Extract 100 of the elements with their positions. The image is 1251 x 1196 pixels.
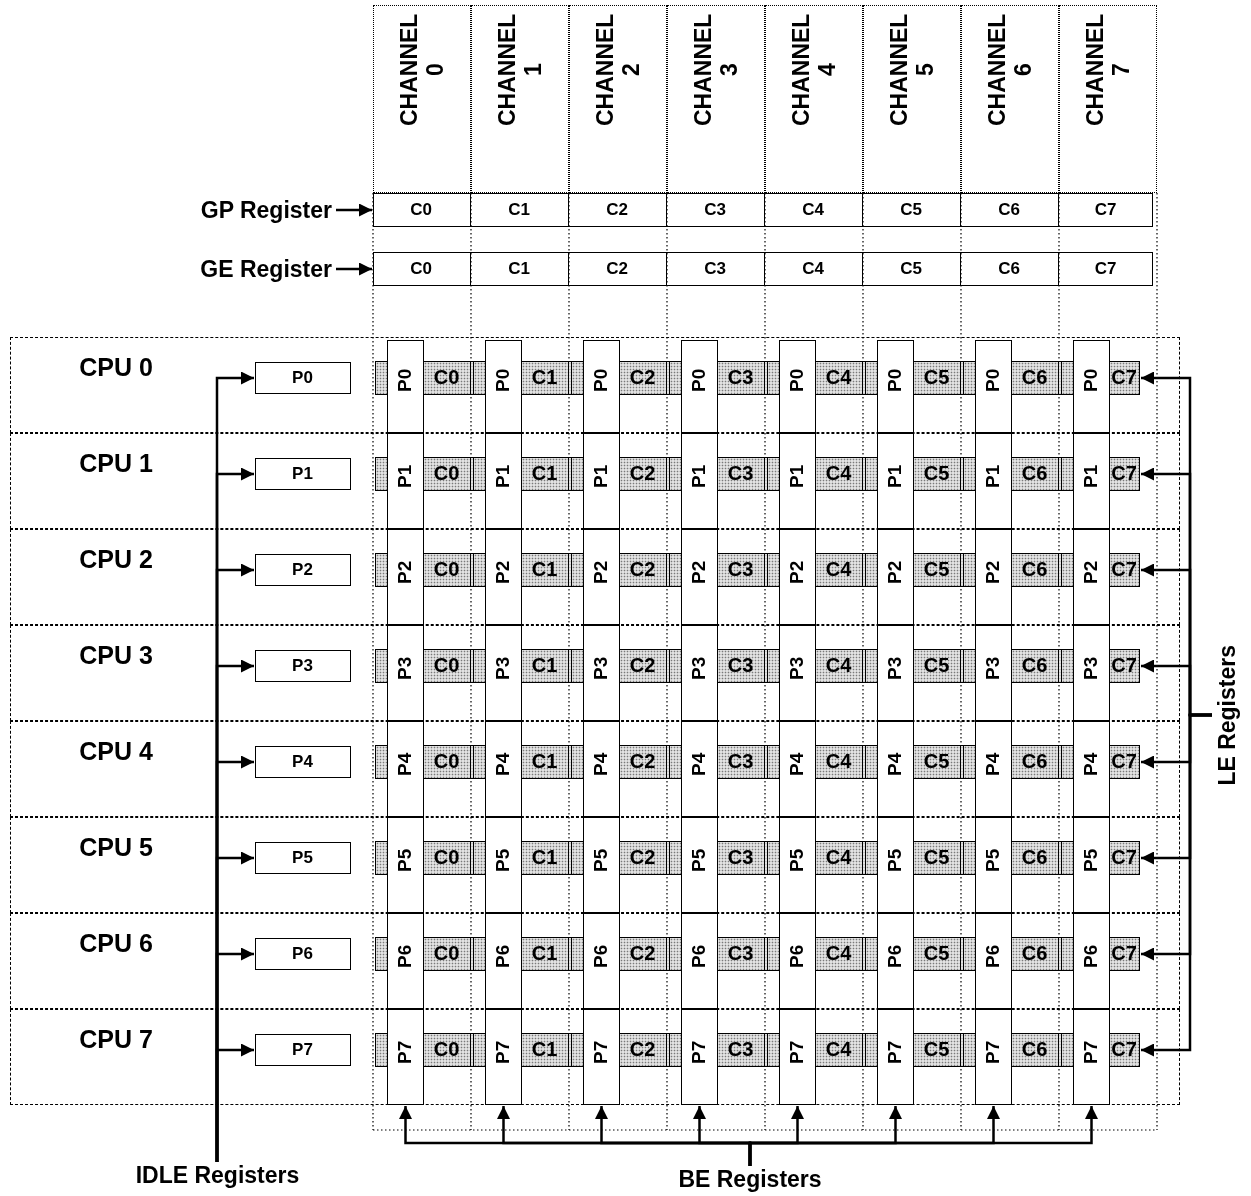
register-cell: C7 — [1058, 251, 1153, 286]
processor-register: P4 — [974, 720, 1012, 817]
processor-register: P1 — [680, 432, 718, 529]
processor-register: P0 — [876, 339, 914, 433]
processor-register: P5 — [582, 816, 620, 913]
processor-register: P6 — [680, 912, 718, 1009]
processor-register: P5 — [386, 816, 424, 913]
idle-register: P1 — [254, 457, 351, 490]
processor-register: P2 — [386, 528, 424, 625]
arrow — [215, 1043, 254, 1162]
processor-register: P6 — [778, 912, 816, 1009]
processor-register: P3 — [876, 624, 914, 721]
register-row — [373, 252, 1153, 286]
processor-register: P1 — [484, 432, 522, 529]
processor-register: P4 — [778, 720, 816, 817]
register-label: LE Registers — [1210, 600, 1244, 830]
register-label: GE Register — [110, 252, 332, 286]
processor-register: P6 — [1072, 912, 1110, 1009]
register-cell: C6 — [960, 192, 1059, 227]
cpu-row: CPU 3 P3 P3 C0 P3 C1 P3 C2 P3 C3 P3 C4 P3 C5 P3 C6 P3 C7 — [10, 625, 1180, 721]
processor-register: P7 — [680, 1008, 718, 1105]
processor-register: P3 — [386, 624, 424, 721]
processor-register: P3 — [582, 624, 620, 721]
processor-register: P2 — [582, 528, 620, 625]
processor-register: P5 — [974, 816, 1012, 913]
channel-column: CHANNEL 2 — [569, 5, 667, 193]
channel-column: CHANNEL 5 — [863, 5, 961, 193]
processor-register: P7 — [876, 1008, 914, 1105]
register-cell: C3 — [666, 192, 765, 227]
cpu-row: CPU 4 P4 P4 C0 P4 C1 P4 C2 P4 C3 P4 C4 P4 C5 P4 C6 P4 C7 — [10, 721, 1180, 817]
register-cell: C0 — [372, 251, 471, 286]
processor-register: P2 — [778, 528, 816, 625]
register-cell: C3 — [666, 251, 765, 286]
register-label: IDLE Registers — [100, 1160, 335, 1190]
processor-register: P3 — [974, 624, 1012, 721]
processor-register: P4 — [484, 720, 522, 817]
cpu-row: CPU 6 P6 P6 C0 P6 C1 P6 C2 P6 C3 P6 C4 P6 C5 P6 C6 P6 C7 — [10, 913, 1180, 1009]
cpu-row: CPU 0 P0 P0 C0 P0 C1 P0 C2 P0 C3 P0 C4 P0 C5 P0 C6 P0 C7 — [10, 337, 1180, 433]
register-cell: C1 — [470, 192, 569, 227]
register-cell: C5 — [862, 251, 961, 286]
processor-register: P2 — [1072, 528, 1110, 625]
processor-register: P2 — [974, 528, 1012, 625]
channel-column: CHANNEL 6 — [961, 5, 1059, 193]
processor-register: P7 — [386, 1008, 424, 1105]
idle-register: P5 — [254, 841, 351, 874]
channel-column: CHANNEL 4 — [765, 5, 863, 193]
arrow — [336, 262, 372, 276]
channel-column: CHANNEL 3 — [667, 5, 765, 193]
processor-register: P7 — [974, 1008, 1012, 1105]
processor-register: P1 — [876, 432, 914, 529]
arrow — [1141, 713, 1212, 1057]
processor-register: P4 — [1072, 720, 1110, 817]
processor-register: P3 — [680, 624, 718, 721]
register-cell: C2 — [568, 192, 667, 227]
channel-column: CHANNEL 0 — [373, 5, 471, 193]
processor-register: P0 — [974, 339, 1012, 433]
processor-register: P1 — [386, 432, 424, 529]
processor-register: P3 — [778, 624, 816, 721]
processor-register: P6 — [386, 912, 424, 1009]
idle-register: P4 — [254, 745, 351, 778]
register-label: GP Register — [110, 193, 332, 227]
processor-register: P4 — [582, 720, 620, 817]
processor-register: P0 — [484, 339, 522, 433]
processor-register: P5 — [680, 816, 718, 913]
processor-register: P3 — [484, 624, 522, 721]
processor-register: P0 — [778, 339, 816, 433]
processor-register: P7 — [484, 1008, 522, 1105]
processor-register: P2 — [876, 528, 914, 625]
processor-register: P4 — [876, 720, 914, 817]
cpu-row: CPU 1 P1 P1 C0 P1 C1 P1 C2 P1 C3 P1 C4 P1 C5 P1 C6 P1 C7 — [10, 433, 1180, 529]
processor-register: P2 — [484, 528, 522, 625]
register-cell: C7 — [1058, 192, 1153, 227]
idle-register: P7 — [254, 1033, 351, 1066]
cpu-row: CPU 7 P7 P7 C0 P7 C1 P7 C2 P7 C3 P7 C4 P7 C5 P7 C6 P7 C7 — [10, 1009, 1180, 1105]
processor-register: P0 — [386, 339, 424, 433]
processor-register: P0 — [582, 339, 620, 433]
processor-register: P5 — [1072, 816, 1110, 913]
processor-register: P6 — [582, 912, 620, 1009]
channel-column: CHANNEL 1 — [471, 5, 569, 193]
processor-register: P1 — [778, 432, 816, 529]
idle-register: P2 — [254, 553, 351, 586]
register-cell: C0 — [372, 192, 471, 227]
register-row — [373, 193, 1153, 227]
processor-register: P0 — [680, 339, 718, 433]
register-cell: C4 — [764, 192, 863, 227]
processor-register: P4 — [386, 720, 424, 817]
register-cell: C2 — [568, 251, 667, 286]
cpu-row: CPU 2 P2 P2 C0 P2 C1 P2 C2 P2 C3 P2 C4 P2 C5 P2 C6 P2 C7 — [10, 529, 1180, 625]
register-cell: C5 — [862, 192, 961, 227]
processor-register: P7 — [778, 1008, 816, 1105]
register-label: BE Registers — [640, 1164, 860, 1194]
arrow — [748, 1106, 1098, 1166]
register-cell: C4 — [764, 251, 863, 286]
processor-register: P6 — [876, 912, 914, 1009]
processor-register: P6 — [484, 912, 522, 1009]
idle-register: P3 — [254, 649, 351, 682]
processor-register: P6 — [974, 912, 1012, 1009]
idle-register: P0 — [254, 361, 351, 394]
arrow — [336, 203, 372, 217]
cpu-row: CPU 5 P5 P5 C0 P5 C1 P5 C2 P5 C3 P5 C4 P5 C5 P5 C6 P5 C7 — [10, 817, 1180, 913]
